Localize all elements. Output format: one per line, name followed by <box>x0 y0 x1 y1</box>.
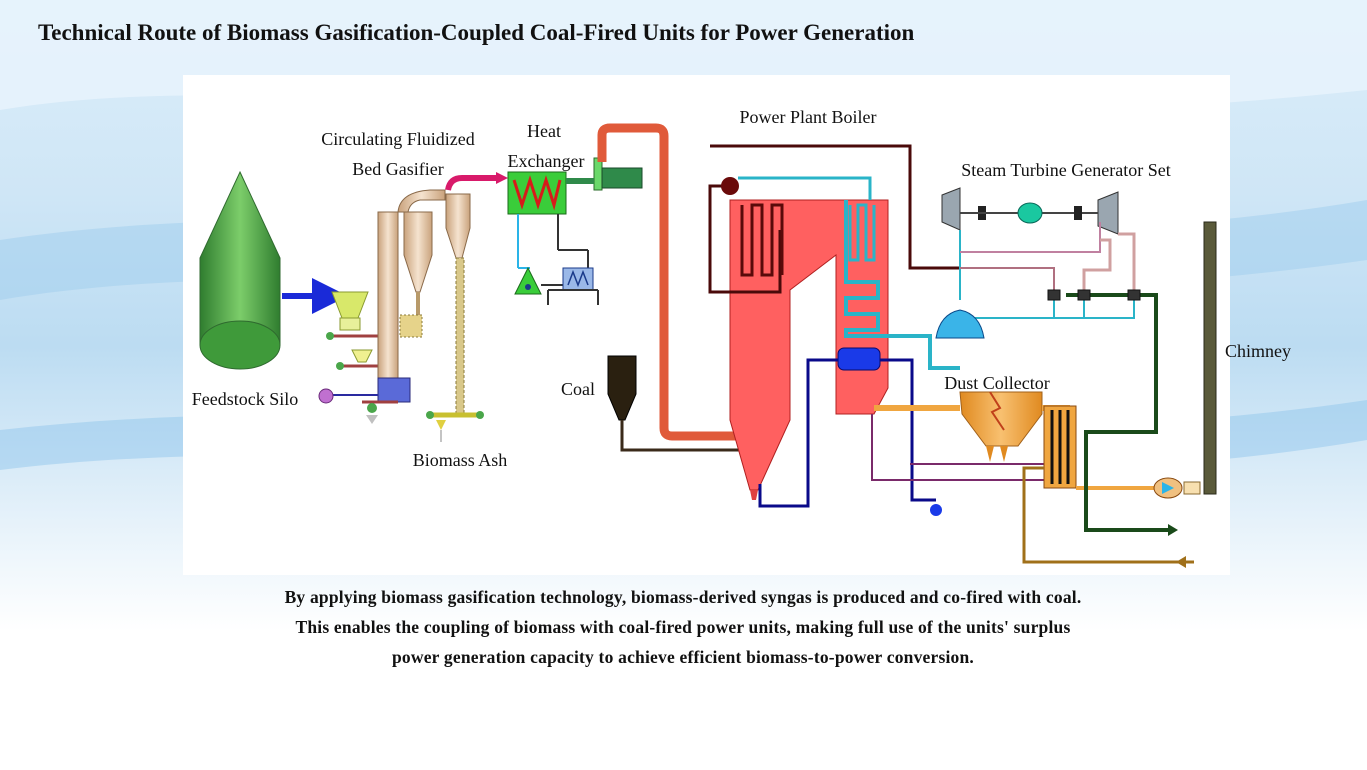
label-turbine: Steam Turbine Generator Set <box>961 160 1170 180</box>
label-feedstock-silo: Feedstock Silo <box>192 389 299 409</box>
label-heat-exchanger-line2: Exchanger <box>508 151 585 171</box>
syngas-to-boiler-pipe <box>597 123 740 441</box>
pump-station <box>514 266 599 305</box>
feedwater-return <box>880 358 936 502</box>
heat-exchanger <box>507 171 589 269</box>
caption-line-2: This enables the coupling of biomass wit… <box>295 617 1071 637</box>
feed-hopper <box>326 291 380 370</box>
page-title: Technical Route of Biomass Gasification-… <box>38 20 915 45</box>
label-gasifier-line1: Circulating Fluidized <box>321 129 474 149</box>
reheater-coils <box>844 200 960 370</box>
air-preheater <box>1043 405 1077 489</box>
syngas-fan <box>566 157 643 191</box>
induced-draft-fan <box>1153 477 1201 499</box>
feedwater-heaters <box>1047 289 1141 301</box>
gasifier-tower <box>362 189 484 442</box>
hot-air-return <box>1022 466 1194 564</box>
label-biomass-ash: Biomass Ash <box>413 450 508 470</box>
label-heat-exchanger-line1: Heat <box>527 121 561 141</box>
steam-drum <box>721 177 739 195</box>
feedstock-silo <box>199 170 281 370</box>
label-boiler: Power Plant Boiler <box>740 107 877 127</box>
cold-air-loop <box>1066 293 1172 532</box>
coal-hopper <box>607 355 745 452</box>
caption-line-3: power generation capacity to achieve eff… <box>391 647 975 667</box>
label-dust-collector: Dust Collector <box>944 373 1050 393</box>
gasifier-syngas-pipe <box>445 175 498 191</box>
condenser <box>935 309 985 339</box>
label-chimney: Chimney <box>1225 341 1291 361</box>
drum-feed-line <box>710 144 960 270</box>
superheater-coils <box>740 203 784 277</box>
feedwater-loop <box>758 358 838 508</box>
steam-turbine-generator <box>941 187 1119 235</box>
label-coal: Coal <box>561 379 595 399</box>
caption-line-1: By applying biomass gasification technol… <box>284 587 1082 607</box>
boiler-steam-loop <box>708 184 782 294</box>
chimney <box>1203 221 1217 495</box>
description-caption: By applying biomass gasification technol… <box>183 582 1183 672</box>
economizer <box>837 347 881 371</box>
feedwater-pump <box>930 504 942 516</box>
power-plant-boiler <box>729 199 889 500</box>
air-blower <box>318 388 378 404</box>
label-gasifier-line2: Bed Gasifier <box>352 159 443 179</box>
